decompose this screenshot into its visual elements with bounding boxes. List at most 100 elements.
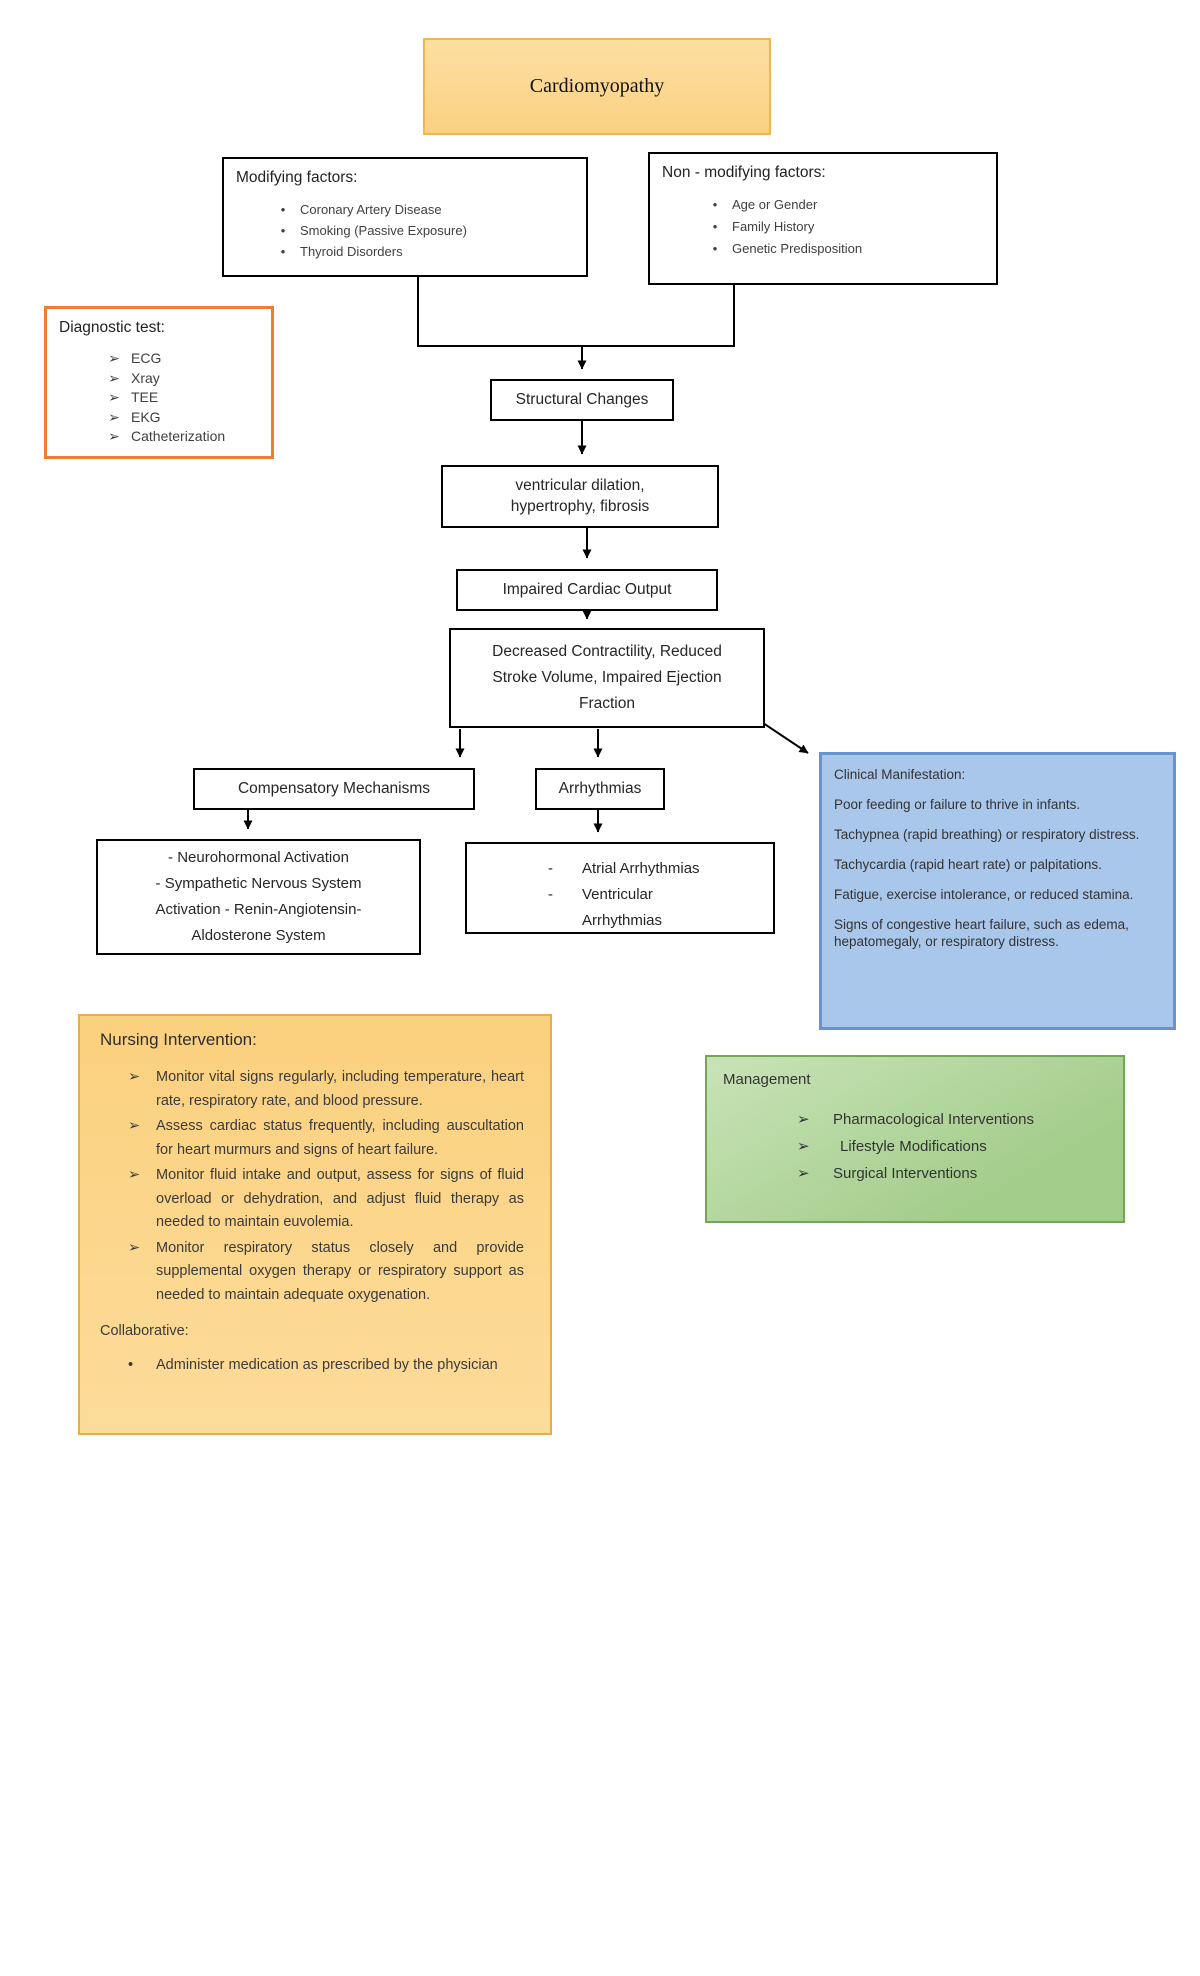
list-item: ➢ TEE xyxy=(97,388,259,408)
node-decreased-contractility: Decreased Contractility, Reduced Stroke … xyxy=(449,628,765,728)
node-arrhythmia-types: - Atrial Arrhythmias - Ventricular Arrhy… xyxy=(465,842,775,934)
dash-bullet-icon: - xyxy=(548,860,553,877)
list-item-label: Monitor respiratory status closely and p… xyxy=(156,1239,524,1303)
modifying-factors-list: • Coronary Artery Disease • Smoking (Pas… xyxy=(236,199,574,262)
page-title: Cardiomyopathy xyxy=(529,75,665,97)
bullet-icon: • xyxy=(128,1357,134,1373)
list-item: ➢ ECG xyxy=(97,349,259,369)
list-item-label: Surgical Interventions xyxy=(833,1165,978,1182)
arrow-bullet-icon: ➢ xyxy=(108,350,120,366)
management-list: ➢ Pharmacological Interventions ➢ Lifest… xyxy=(723,1106,1107,1187)
list-item-label: Monitor fluid intake and output, assess … xyxy=(156,1167,524,1230)
nursing-intervention-box: Nursing Intervention: ➢ Monitor vital si… xyxy=(78,1014,552,1435)
arrow-bullet-icon: ➢ xyxy=(128,1167,141,1183)
collaborative-list: • Administer medication as prescribed by… xyxy=(100,1355,530,1376)
bullet-icon: • xyxy=(712,197,718,212)
list-item-label: Xray xyxy=(131,369,160,386)
list-item: • Genetic Predisposition xyxy=(698,238,984,260)
list-item-label: Monitor vital signs regularly, including… xyxy=(156,1069,524,1109)
list-item: ➢ Assess cardiac status frequently, incl… xyxy=(100,1115,530,1162)
node-label-line: - Sympathetic Nervous System xyxy=(155,875,362,892)
list-item-label: ECG xyxy=(131,350,162,366)
node-compensatory-mechanisms: Compensatory Mechanisms xyxy=(193,768,475,810)
list-item-label: Atrial Arrhythmias xyxy=(582,860,700,877)
node-label: ventricular dilation, hypertrophy, fibro… xyxy=(510,476,650,515)
node-label: Decreased Contractility, Reduced Stroke … xyxy=(492,643,722,712)
list-item: • Administer medication as prescribed by… xyxy=(100,1355,530,1376)
arrow-bullet-icon: ➢ xyxy=(797,1111,810,1128)
list-item-label: Genetic Predisposition xyxy=(732,241,863,256)
list-item: • Family History xyxy=(698,216,984,238)
arrow-bullet-icon: ➢ xyxy=(108,428,120,444)
modifying-factors-box: Modifying factors: • Coronary Artery Dis… xyxy=(222,157,588,277)
list-item-label: Administer medication as prescribed by t… xyxy=(156,1357,498,1373)
list-item-label: Pharmacological Interventions xyxy=(833,1111,1034,1128)
diagnostic-test-box: Diagnostic test: ➢ ECG ➢ Xray ➢ TEE ➢ EK… xyxy=(44,306,274,459)
arrow-bullet-icon: ➢ xyxy=(797,1165,810,1182)
bullet-icon: • xyxy=(280,223,286,238)
title-box-cardiomyopathy: Cardiomyopathy xyxy=(423,38,771,135)
clinical-paragraph: Fatigue, exercise intolerance, or reduce… xyxy=(834,887,1134,902)
node-compensatory-detail: - Neurohormonal Activation - Sympathetic… xyxy=(96,839,421,955)
list-item: ➢ Catheterization xyxy=(97,427,259,447)
clinical-paragraph: Tachycardia (rapid heart rate) or palpit… xyxy=(834,857,1102,872)
list-item: ➢ Surgical Interventions xyxy=(723,1160,1107,1187)
node-label: Structural Changes xyxy=(515,390,649,408)
list-item: - Ventricular Arrhythmias xyxy=(548,882,773,934)
arrow-bullet-icon: ➢ xyxy=(797,1138,810,1155)
list-item-label: Coronary Artery Disease xyxy=(300,202,442,217)
list-item: • Smoking (Passive Exposure) xyxy=(266,220,574,241)
bullet-icon: • xyxy=(712,241,718,256)
clinical-title: Clinical Manifestation: xyxy=(834,767,966,782)
collaborative-title: Collaborative: xyxy=(100,1323,189,1339)
nursing-list: ➢ Monitor vital signs regularly, includi… xyxy=(100,1066,530,1307)
list-item-label: EKG xyxy=(131,408,161,425)
list-item-label: Lifestyle Modifications xyxy=(840,1138,987,1155)
arrow-to-clinical-manifestation xyxy=(759,720,809,754)
list-item-label: Age or Gender xyxy=(732,197,818,212)
list-item: ➢ Pharmacological Interventions xyxy=(723,1106,1107,1133)
node-label: Arrhythmias xyxy=(558,779,642,797)
node-label-line: Aldosterone System xyxy=(191,927,326,944)
list-item: ➢ Monitor vital signs regularly, includi… xyxy=(100,1066,530,1113)
clinical-paragraph: Signs of congestive heart failure, such … xyxy=(834,917,1129,949)
management-title: Management xyxy=(723,1071,811,1088)
list-item: ➢ Xray xyxy=(97,369,259,389)
list-item-label: Smoking (Passive Exposure) xyxy=(300,223,467,238)
node-label-line: - Neurohormonal Activation xyxy=(168,849,349,866)
arrow-bullet-icon: ➢ xyxy=(108,389,120,405)
node-arrhythmias: Arrhythmias xyxy=(535,768,665,810)
connector-factors-junction xyxy=(417,276,735,347)
bullet-icon: • xyxy=(712,219,718,234)
dash-bullet-icon: - xyxy=(548,886,553,903)
clinical-paragraph: Poor feeding or failure to thrive in inf… xyxy=(834,797,1081,812)
diagnostic-test-title: Diagnostic test: xyxy=(59,319,165,336)
list-item-label: Family History xyxy=(732,219,815,234)
list-item-label: Assess cardiac status frequently, includ… xyxy=(156,1118,524,1158)
list-item-label: Catheterization xyxy=(131,428,226,444)
node-ventricular-dilation: ventricular dilation, hypertrophy, fibro… xyxy=(441,465,719,528)
list-item: ➢ Monitor respiratory status closely and… xyxy=(100,1237,530,1308)
list-item: • Coronary Artery Disease xyxy=(266,199,574,220)
arrow-bullet-icon: ➢ xyxy=(128,1118,141,1134)
node-impaired-cardiac-output: Impaired Cardiac Output xyxy=(456,569,718,611)
list-item-label: Ventricular Arrhythmias xyxy=(582,886,663,929)
list-item: - Atrial Arrhythmias xyxy=(548,856,773,882)
diagnostic-test-list: ➢ ECG ➢ Xray ➢ TEE ➢ EKG ➢ Catheterizati… xyxy=(59,349,259,447)
arrow-bullet-icon: ➢ xyxy=(108,369,120,386)
arrow-bullet-icon: ➢ xyxy=(128,1239,141,1256)
management-box: Management ➢ Pharmacological Interventio… xyxy=(705,1055,1125,1223)
node-label-line: Activation - Renin-Angiotensin- xyxy=(155,901,362,918)
nursing-title: Nursing Intervention: xyxy=(100,1030,257,1049)
list-item: • Thyroid Disorders xyxy=(266,241,574,262)
node-label: Compensatory Mechanisms xyxy=(237,779,431,797)
list-item-label: Thyroid Disorders xyxy=(300,244,403,259)
non-modifying-factors-title: Non - modifying factors: xyxy=(662,164,826,181)
node-structural-changes: Structural Changes xyxy=(490,379,674,421)
arrow-bullet-icon: ➢ xyxy=(108,408,120,425)
bullet-icon: • xyxy=(280,202,286,217)
clinical-paragraph: Tachypnea (rapid breathing) or respirato… xyxy=(834,827,1140,842)
arrow-bullet-icon: ➢ xyxy=(128,1069,141,1085)
list-item: ➢ Lifestyle Modifications xyxy=(723,1133,1107,1160)
